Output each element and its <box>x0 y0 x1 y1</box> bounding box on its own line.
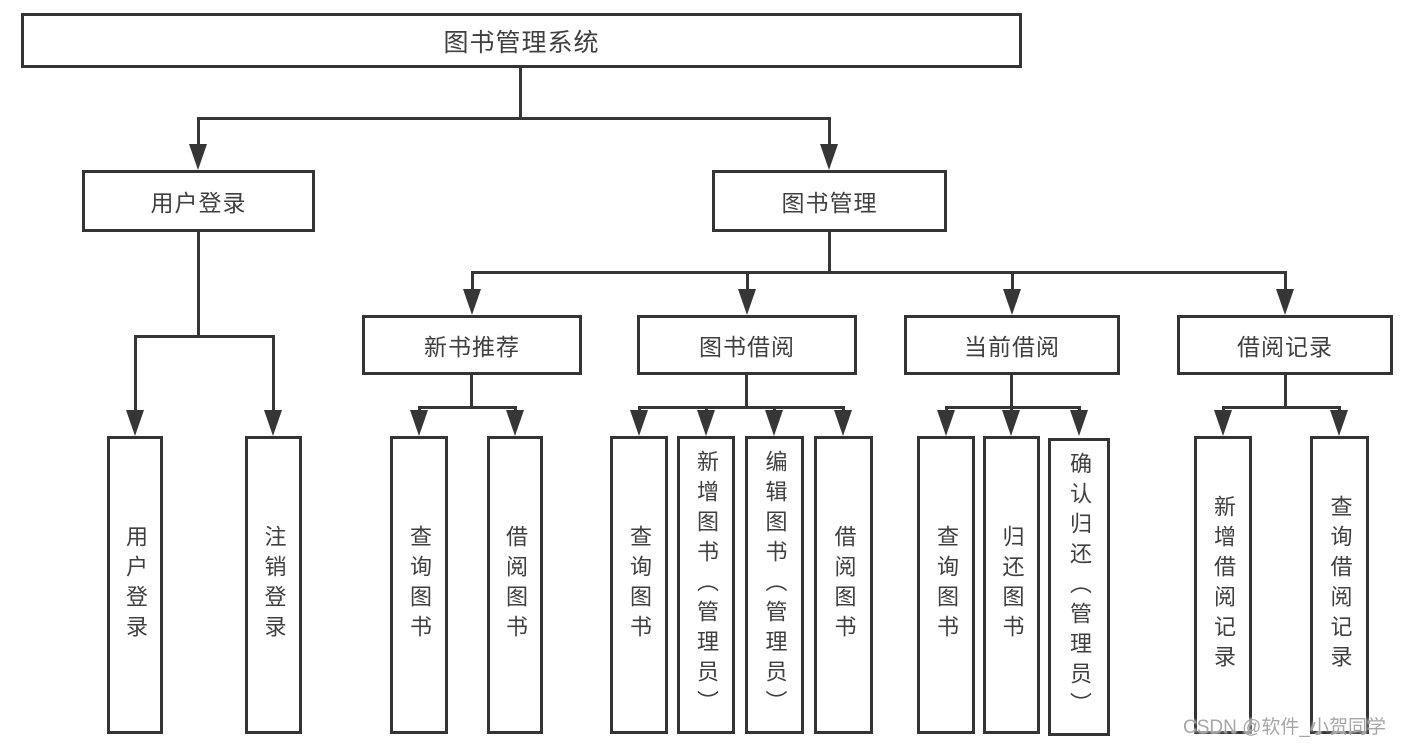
arrow-down-icon <box>1003 289 1021 315</box>
arrow-down-icon <box>834 410 852 436</box>
connector-line <box>745 375 748 409</box>
arrow-down-icon <box>630 410 648 436</box>
connector-line <box>418 406 517 409</box>
arrow-down-icon <box>738 289 756 315</box>
arrow-down-icon <box>820 144 838 170</box>
connector-line <box>470 375 473 409</box>
leaf-user-login: 用户登录 <box>107 436 163 734</box>
node-book-borrow-label: 图书借阅 <box>699 334 795 360</box>
connector-line <box>197 117 200 145</box>
connector-line <box>519 68 522 119</box>
node-new-book-recommend: 新书推荐 <box>362 315 582 375</box>
leaf-logout: 注销登录 <box>245 436 302 734</box>
connector-line <box>828 117 831 145</box>
leaf-borrow-edit-admin: 编辑图书（管理员） <box>745 436 804 734</box>
leaf-newbook-query-label: 查询图书 <box>407 525 432 645</box>
node-user-login-label: 用户登录 <box>150 190 247 216</box>
watermark: CSDN @软件_小贺同学 <box>1183 717 1386 738</box>
node-borrow-records-label: 借阅记录 <box>1237 334 1333 360</box>
connector-line <box>197 117 831 120</box>
node-book-management-label: 图书管理 <box>781 190 878 216</box>
connector-line <box>746 271 749 293</box>
arrow-down-icon <box>937 410 955 436</box>
arrow-down-icon <box>765 410 783 436</box>
arrow-down-icon <box>506 410 524 436</box>
leaf-record-query: 查询借阅记录 <box>1310 436 1369 734</box>
arrow-down-icon <box>410 410 428 436</box>
leaf-borrow-add-admin: 新增图书（管理员） <box>677 436 735 734</box>
node-book-management: 图书管理 <box>712 170 947 232</box>
connector-line <box>1284 271 1287 293</box>
leaf-logout-label: 注销登录 <box>261 525 287 645</box>
node-new-book-recommend-label: 新书推荐 <box>424 334 520 360</box>
node-user-login: 用户登录 <box>82 170 315 232</box>
leaf-current-query: 查询图书 <box>917 436 975 734</box>
leaf-current-return: 归还图书 <box>983 436 1040 734</box>
connector-line <box>638 406 845 409</box>
leaf-newbook-query: 查询图书 <box>390 436 448 734</box>
connector-line <box>1222 406 1341 409</box>
node-book-borrow: 图书借阅 <box>637 315 857 375</box>
arrow-down-icon <box>697 410 715 436</box>
arrow-down-icon <box>1214 410 1232 436</box>
arrow-down-icon <box>126 410 144 436</box>
leaf-newbook-borrow-label: 借阅图书 <box>503 525 528 645</box>
arrow-down-icon <box>463 289 481 315</box>
node-borrow-records: 借阅记录 <box>1177 315 1393 375</box>
node-current-borrow: 当前借阅 <box>904 315 1120 375</box>
node-current-borrow-label: 当前借阅 <box>964 334 1060 360</box>
arrow-down-icon <box>264 410 282 436</box>
connector-line <box>471 271 1287 274</box>
connector-line <box>1011 271 1014 293</box>
connector-line <box>134 335 137 413</box>
arrow-down-icon <box>1330 410 1348 436</box>
arrow-down-icon <box>1276 289 1294 315</box>
leaf-borrow-borrow: 借阅图书 <box>814 436 873 734</box>
leaf-user-login-label: 用户登录 <box>123 525 148 645</box>
leaf-record-add: 新增借阅记录 <box>1194 436 1252 734</box>
arrow-down-icon <box>1002 410 1020 436</box>
connector-line <box>471 271 474 293</box>
connector-line <box>1010 375 1013 409</box>
leaf-borrow-add-admin-label: 新增图书（管理员） <box>694 450 719 720</box>
leaf-current-return-label: 归还图书 <box>999 525 1025 645</box>
leaf-borrow-edit-admin-label: 编辑图书（管理员） <box>762 450 788 720</box>
leaf-record-add-label: 新增借阅记录 <box>1211 495 1236 675</box>
leaf-record-query-label: 查询借阅记录 <box>1327 495 1353 675</box>
leaf-borrow-query-label: 查询图书 <box>627 525 652 645</box>
arrow-down-icon <box>1070 410 1088 436</box>
connector-line <box>828 232 831 274</box>
node-root-label: 图书管理系统 <box>443 28 600 57</box>
connector-line <box>134 335 275 338</box>
leaf-current-confirm-admin: 确认归还（管理员） <box>1048 438 1110 736</box>
connector-line <box>945 406 1081 409</box>
connector-line <box>1284 375 1287 409</box>
leaf-current-confirm-admin-label: 确认归还（管理员） <box>1067 452 1092 722</box>
leaf-borrow-borrow-label: 借阅图书 <box>831 525 857 645</box>
leaf-current-query-label: 查询图书 <box>934 525 959 645</box>
leaf-borrow-query: 查询图书 <box>610 436 668 734</box>
connector-line <box>272 335 275 413</box>
connector-line <box>197 232 200 338</box>
node-root: 图书管理系统 <box>21 13 1022 68</box>
arrow-down-icon <box>189 144 207 170</box>
leaf-newbook-borrow: 借阅图书 <box>487 436 543 734</box>
